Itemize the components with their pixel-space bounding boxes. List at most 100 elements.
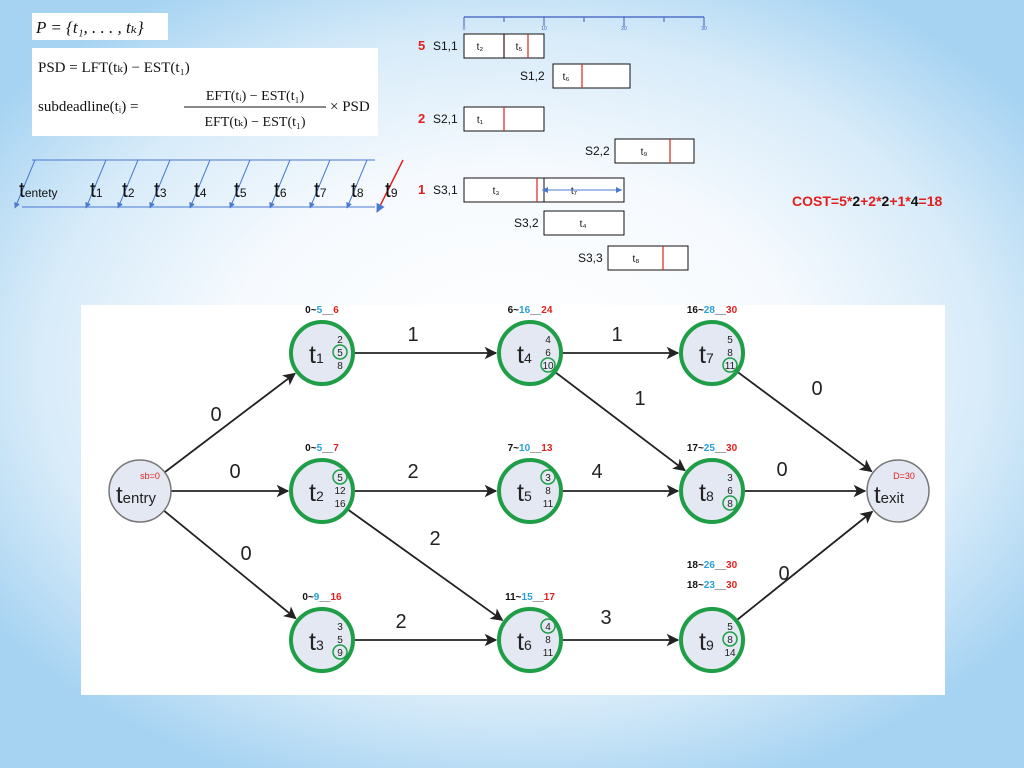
selected-option-ring [722, 631, 738, 647]
node-label: t3 [309, 628, 324, 656]
edge-weight: 0 [778, 563, 789, 585]
edge-weight: 1 [407, 324, 418, 346]
sequence-arrow [149, 159, 171, 209]
node-option: 6 [727, 486, 733, 497]
node-option: 8 [727, 348, 733, 359]
node-option: 5 [727, 622, 733, 633]
selected-option-ring [540, 469, 556, 485]
node-label: t2 [309, 479, 324, 507]
node-option: 12 [334, 486, 346, 497]
edge-weight: 3 [600, 607, 611, 629]
edge-weight: 1 [611, 324, 622, 346]
sequence-arrow [346, 159, 368, 209]
service-task: t₈ [633, 254, 640, 265]
node-option: 8 [545, 486, 551, 497]
node-option: 4 [545, 622, 551, 633]
sequence-item-3: t3 [154, 179, 167, 202]
node-option: 8 [727, 635, 733, 646]
edge-entry-t3 [163, 509, 297, 620]
service-task: t₄ [580, 219, 587, 230]
node-option: 10 [542, 361, 554, 372]
node-option: 3 [337, 622, 343, 633]
edge-weight: 1 [634, 388, 645, 410]
node-time-window: 18~26__30 [687, 560, 738, 571]
service-timebar [543, 210, 625, 236]
service-task: t₅ [516, 42, 523, 53]
node-label: t4 [517, 341, 532, 369]
service-task: t₆ [563, 72, 570, 83]
edge-weight: 2 [395, 611, 406, 633]
node-circle [108, 459, 172, 523]
edge-t7-exit [737, 371, 873, 473]
red-marker-line [376, 159, 404, 213]
timeline-tick-label: 10 [541, 26, 547, 32]
sequence-arrow [229, 159, 251, 209]
service-task: t₉ [641, 147, 648, 158]
node-option: 16 [334, 499, 346, 510]
node-circle [289, 607, 355, 673]
edge-t9-exit [736, 510, 874, 621]
node-time-window: 7~10__13 [508, 443, 553, 454]
node-option: 5 [337, 348, 343, 359]
formula-panel: P = {t₁, . . . , tₖ} PSD = LFT(tₖ) − EST… [32, 13, 378, 136]
selected-option-ring [722, 495, 738, 511]
node-time-window: 6~16__24 [508, 305, 553, 316]
node-circle [866, 459, 930, 523]
edge-weight: 0 [229, 461, 240, 483]
node-option: 6 [545, 348, 551, 359]
node-option: 8 [727, 499, 733, 510]
service-label: S2,1 [433, 112, 458, 126]
graph-nodes: tentrysb=0texitD=30t12580~5__6t2512160~5… [108, 305, 930, 673]
node-option: 9 [337, 648, 343, 659]
sequence-item-6: t6 [274, 179, 287, 202]
timeline-tick-label: 0 [463, 26, 466, 32]
service-task: t₃ [493, 186, 500, 197]
subdeadline-label: subdeadline(tᵢ) = [38, 99, 138, 115]
service-task: t₇ [571, 186, 578, 197]
edge-weight: 2 [429, 528, 440, 550]
node-option: 11 [543, 648, 554, 659]
node-option: 8 [545, 635, 551, 646]
service-price: 2 [418, 111, 425, 126]
node-option: 11 [543, 499, 554, 510]
service-task: t₂ [477, 42, 484, 53]
sequence-item-9: t9 [385, 179, 398, 202]
node-label: t9 [699, 628, 714, 656]
selected-option-ring [722, 357, 738, 373]
edge-t2-t6 [347, 508, 504, 621]
node-circle [497, 607, 563, 673]
subdeadline-numerator: EFT(tᵢ) − EST(t₁) [206, 89, 305, 104]
service-price: 5 [418, 38, 425, 53]
service-timebar [552, 63, 631, 89]
sequence-item-entety: tentety [19, 179, 58, 202]
node-circle [497, 458, 563, 524]
node-note: sb=0 [140, 471, 160, 481]
sequence-arrow [269, 159, 291, 209]
edge-weight: 0 [210, 404, 221, 426]
edge-weight: 0 [776, 459, 787, 481]
node-circle [679, 458, 745, 524]
selected-option-ring [540, 618, 556, 634]
node-option: 4 [545, 335, 551, 346]
node-option: 8 [337, 361, 343, 372]
node-label: t6 [517, 628, 532, 656]
node-circle [497, 320, 563, 386]
subdeadline-denominator: EFT(tₖ) − EST(t₁) [204, 115, 305, 130]
node-option: 5 [727, 335, 733, 346]
